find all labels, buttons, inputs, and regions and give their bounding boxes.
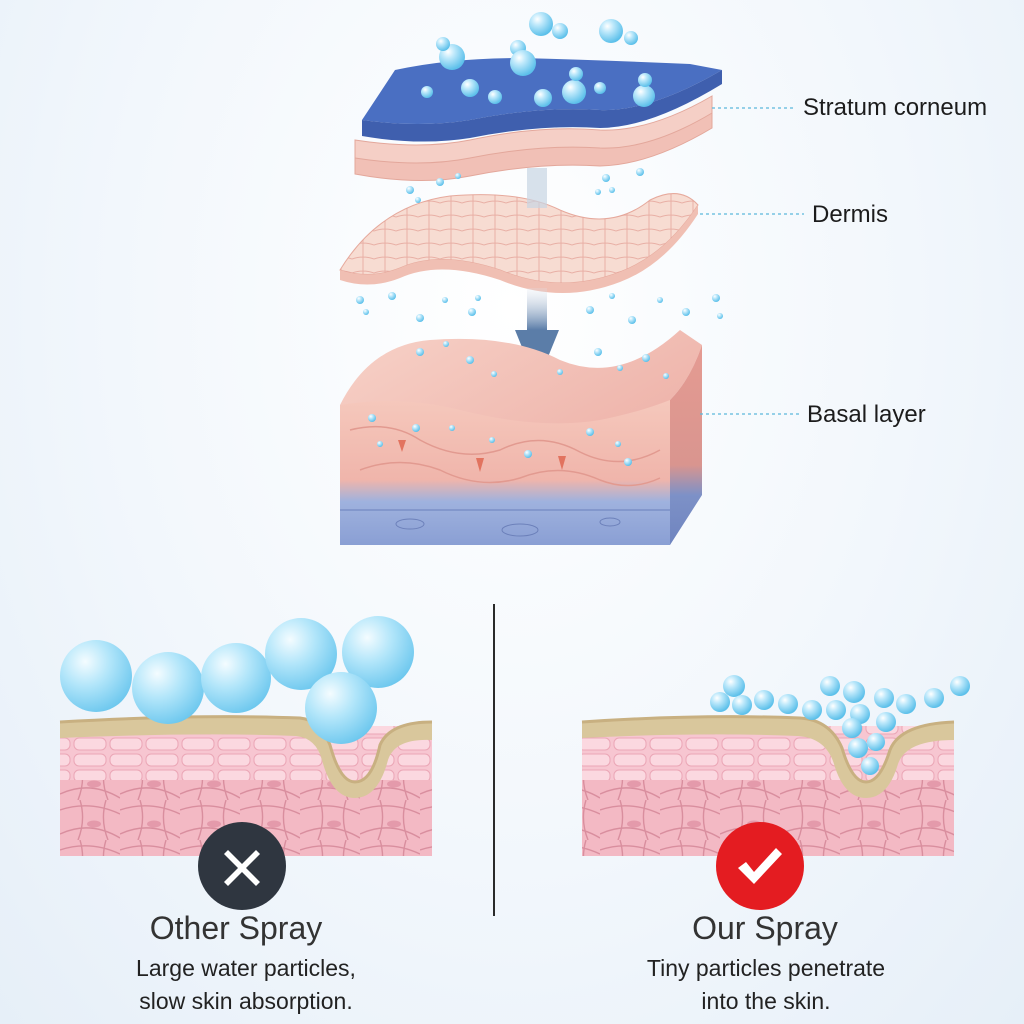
other-spray-desc-line-1: Large water particles,	[136, 955, 356, 981]
other-spray-description: Large water particles, slow skin absorpt…	[56, 952, 436, 1018]
other-spray-title: Other Spray	[149, 910, 323, 946]
absorption-arrow	[515, 168, 559, 384]
other-spray-desc-line-2: slow skin absorption.	[139, 988, 353, 1014]
basal-layer-label: Basal layer	[807, 401, 926, 428]
label-leader-lines	[700, 107, 804, 415]
stratum-corneum-water-drops	[421, 12, 655, 107]
dermis-label: Dermis	[812, 201, 888, 228]
check-icon	[716, 822, 804, 910]
small-water-particles	[356, 168, 723, 466]
our-spray-skin-illustration	[581, 715, 955, 856]
our-spray-desc-line-1: Tiny particles penetrate	[646, 955, 886, 981]
our-spray-title: Our Spray	[692, 910, 838, 946]
our-spray-description: Tiny particles penetrate into the skin.	[576, 952, 956, 1018]
basal-layer-block	[340, 330, 702, 545]
tiny-water-particles	[710, 675, 970, 775]
stratum-corneum-label: Stratum corneum	[803, 94, 988, 121]
our-spray-desc-line-2: into the skin.	[701, 988, 831, 1014]
large-water-particles	[60, 616, 414, 744]
dermis-sheet	[339, 193, 699, 294]
x-icon	[198, 822, 286, 910]
other-spray-skin-illustration	[59, 715, 433, 856]
comparison-divider	[493, 604, 495, 916]
stratum-corneum-slab	[354, 58, 722, 182]
